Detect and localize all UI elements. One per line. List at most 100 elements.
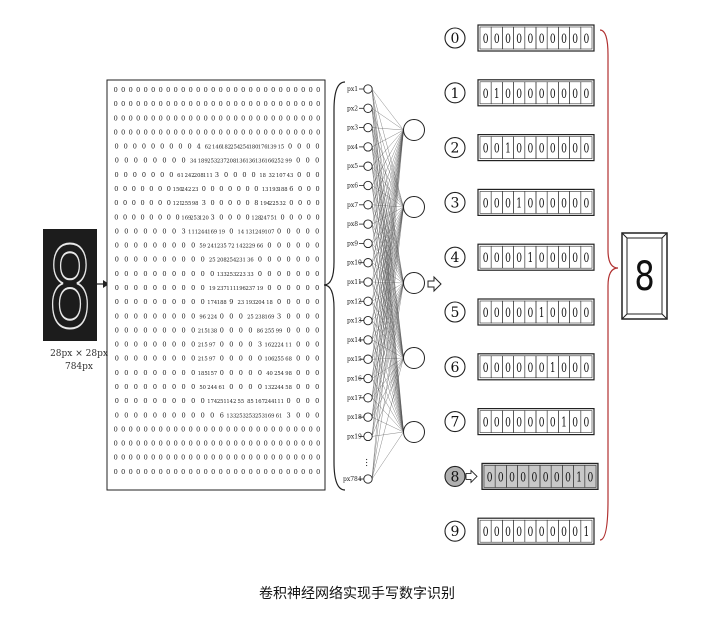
matrix-cell: 0 — [249, 468, 253, 476]
vector-value: 0 — [505, 525, 511, 540]
matrix-cell: 0 — [166, 100, 170, 108]
vector-value: 0 — [505, 251, 511, 266]
matrix-cell: 0 — [287, 298, 291, 306]
connection-line — [371, 108, 404, 433]
matrix-cell: 0 — [134, 157, 138, 165]
matrix-cell: 0 — [182, 369, 186, 377]
output-label-circle — [444, 356, 466, 378]
output-label: 9 — [451, 524, 460, 540]
vector-value: 0 — [561, 525, 567, 540]
matrix-cell: 0 — [306, 411, 310, 419]
matrix-cell: 0 — [153, 242, 157, 250]
matrix-cell: 251 — [217, 399, 227, 405]
connection-line — [371, 224, 404, 433]
matrix-cell: 11 — [285, 343, 292, 349]
matrix-cell: 0 — [316, 128, 320, 136]
vector-value: 1 — [516, 196, 522, 211]
matrix-cell: 33 — [247, 272, 254, 278]
matrix-cell: 18 — [259, 173, 266, 179]
output-label-circle — [444, 520, 466, 542]
matrix-cell: 0 — [141, 213, 145, 221]
matrix-cell: 0 — [149, 213, 153, 221]
matrix-cell: 0 — [114, 114, 118, 122]
matrix-cell: 0 — [219, 454, 223, 462]
input-node-label: px19 — [347, 433, 362, 440]
matrix-cell: 0 — [134, 326, 138, 334]
matrix-cell: 0 — [294, 114, 298, 122]
matrix-cell: 0 — [241, 114, 245, 122]
matrix-cell: 253 — [255, 413, 265, 419]
matrix-cell: 0 — [201, 397, 205, 405]
matrix-cell: 0 — [211, 440, 215, 448]
matrix-cell: 0 — [264, 440, 268, 448]
matrix-cell: 0 — [121, 454, 125, 462]
matrix-cell: 0 — [296, 227, 300, 235]
matrix-cell: 0 — [258, 369, 262, 377]
matrix-cell: 0 — [159, 100, 163, 108]
hidden-node — [403, 119, 425, 141]
matrix-cell: 0 — [172, 369, 176, 377]
vector-value: 0 — [550, 415, 556, 430]
matrix-cell: 0 — [277, 227, 281, 235]
matrix-cell: 0 — [298, 185, 302, 193]
matrix-cell: 0 — [136, 86, 140, 94]
connection-line — [371, 129, 404, 167]
matrix-cell: 8 — [254, 199, 258, 207]
matrix-cell: 0 — [241, 86, 245, 94]
input-node — [363, 200, 373, 210]
vector-value: 0 — [516, 360, 522, 375]
matrix-cell: 0 — [298, 213, 302, 221]
connection-line — [371, 146, 404, 433]
matrix-cell: 0 — [316, 468, 320, 476]
matrix-cell: 0 — [316, 100, 320, 108]
matrix-cell: 120 — [199, 215, 209, 221]
vector-value: 0 — [561, 31, 567, 46]
matrix-cell: 0 — [162, 227, 166, 235]
vector-value: 0 — [520, 470, 526, 485]
vector-value: 0 — [483, 86, 489, 101]
matrix-cell: 0 — [267, 242, 271, 250]
matrix-cell: 23 — [192, 187, 199, 193]
input-node-last — [363, 474, 373, 484]
matrix-cell: 0 — [219, 86, 223, 94]
matrix-cell: 0 — [124, 341, 128, 349]
matrix-cell: 0 — [162, 355, 166, 363]
connection-line — [371, 282, 404, 418]
matrix-cell: 0 — [172, 341, 176, 349]
matrix-cell: 14 — [238, 229, 245, 235]
input-node — [363, 103, 373, 113]
matrix-cell: 0 — [172, 298, 176, 306]
vector-value: 0 — [584, 360, 590, 375]
input-node-label: px1 — [347, 86, 358, 93]
matrix-cell: 0 — [315, 326, 319, 334]
connection-line — [371, 378, 404, 433]
matrix-cell: 0 — [306, 242, 310, 250]
matrix-cell: 0 — [143, 298, 147, 306]
matrix-cell: 0 — [234, 128, 238, 136]
vector-value: 0 — [543, 470, 549, 485]
matrix-cell: 0 — [309, 425, 313, 433]
matrix-cell: 23 — [238, 300, 245, 306]
image-dimensions: 28px × 28px — [50, 349, 108, 359]
matrix-cell: 255 — [181, 201, 191, 207]
matrix-cell: 133 — [217, 272, 227, 278]
connection-line — [371, 129, 404, 263]
matrix-cell: 0 — [172, 411, 176, 419]
matrix-cell: 128 — [251, 215, 261, 221]
matrix-cell: 0 — [172, 284, 176, 292]
vector-value: 0 — [483, 360, 489, 375]
matrix-cell: 0 — [182, 298, 186, 306]
matrix-cell: 0 — [315, 256, 319, 264]
vector-value: 0 — [494, 141, 500, 156]
matrix-cell: 121 — [173, 201, 183, 207]
matrix-cell: 231 — [236, 258, 246, 264]
vector-value: 0 — [565, 470, 571, 485]
matrix-cell: 0 — [306, 256, 310, 264]
matrix-cell: 0 — [256, 454, 260, 462]
